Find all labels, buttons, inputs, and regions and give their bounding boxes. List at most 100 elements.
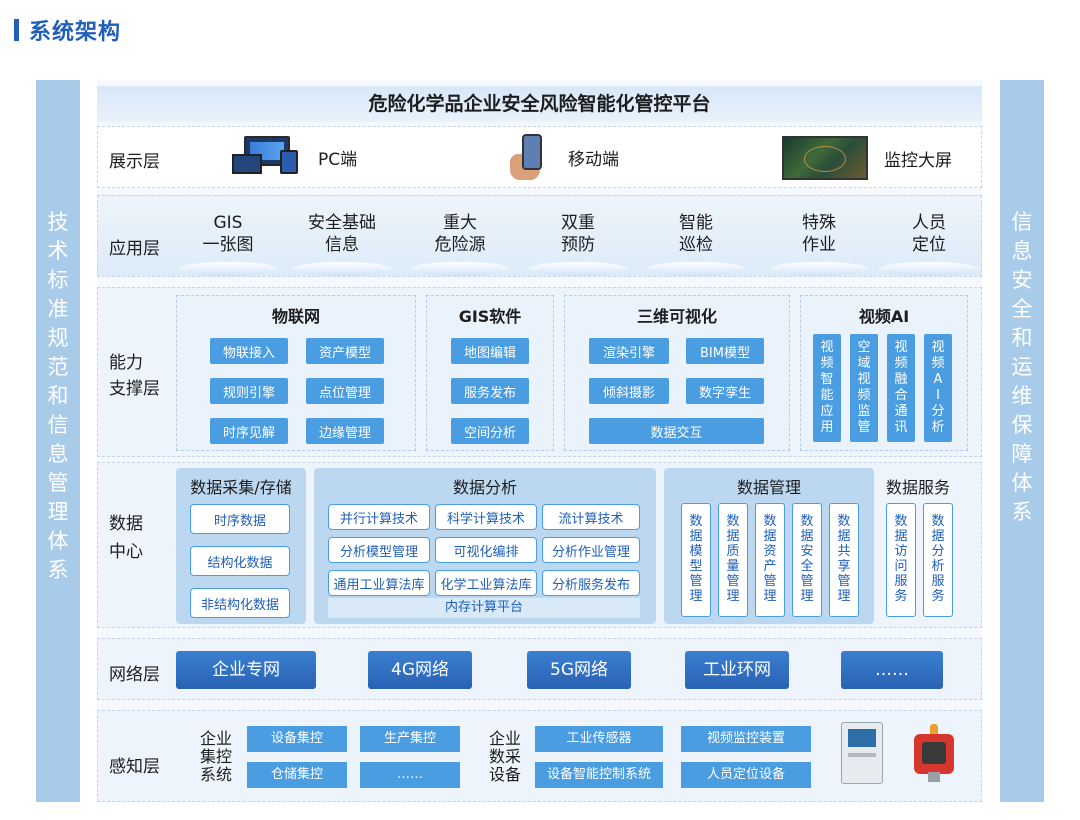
iot-item[interactable]: 时序见解 <box>210 418 288 444</box>
analysis-item[interactable]: 科学计算技术 <box>435 504 537 530</box>
iot-item[interactable]: 点位管理 <box>306 378 384 404</box>
iot-title: 物联网 <box>271 307 320 326</box>
app-item-line1: 双重 <box>561 213 595 233</box>
iot-item[interactable]: 规则引擎 <box>210 378 288 404</box>
network-item[interactable]: …… <box>841 651 943 689</box>
app-item-line2: 作业 <box>802 235 836 255</box>
app-item-line1: 人员 <box>912 213 946 233</box>
videoai-item-label: 视频智能应用 <box>820 340 834 435</box>
capability-layer-label-line1: 能力 <box>109 353 143 373</box>
perception-group1-item[interactable]: 生产集控 <box>360 726 460 752</box>
manage-item[interactable]: 数据模型管理 <box>681 503 711 617</box>
app-item-line2: 危险源 <box>434 235 486 255</box>
heading-text: 系统架构 <box>29 20 122 45</box>
network-item[interactable]: 4G网络 <box>368 651 472 689</box>
gis-item[interactable]: 服务发布 <box>451 378 529 404</box>
app-item[interactable]: 双重预防 <box>538 212 618 256</box>
app-item[interactable]: 重大危险源 <box>420 212 500 256</box>
network-layer-label: 网络层 <box>109 665 160 685</box>
manage-item-label: 数据质量管理 <box>726 514 740 604</box>
perception-group2-item[interactable]: 人员定位设备 <box>681 762 811 788</box>
app-item[interactable]: 安全基础信息 <box>302 212 382 256</box>
analysis-item[interactable]: 流计算技术 <box>542 504 640 530</box>
manage-item[interactable]: 数据资产管理 <box>755 503 785 617</box>
collect-item[interactable]: 结构化数据 <box>190 546 290 576</box>
collect-title: 数据采集/存储 <box>190 478 292 497</box>
manage-item[interactable]: 数据共享管理 <box>829 503 859 617</box>
collect-item[interactable]: 非结构化数据 <box>190 588 290 618</box>
app-item-line1: 智能 <box>679 213 713 233</box>
section-heading: 系统架构 <box>14 14 121 46</box>
app-item-line1: 特殊 <box>802 213 836 233</box>
perception-group1-item[interactable]: 仓储集控 <box>247 762 347 788</box>
application-layer-label: 应用层 <box>109 239 160 259</box>
capability-layer-label-line2: 支撑层 <box>109 379 160 399</box>
network-item[interactable]: 企业专网 <box>176 651 316 689</box>
perception-group1-item[interactable]: 设备集控 <box>247 726 347 752</box>
videoai-title: 视频AI <box>858 307 910 326</box>
app-item[interactable]: 人员定位 <box>889 212 969 256</box>
viz3d-item[interactable]: 倾斜摄影 <box>589 378 669 404</box>
app-item-line1: GIS <box>213 213 243 233</box>
gis-item[interactable]: 空间分析 <box>451 418 529 444</box>
manage-item-label: 数据安全管理 <box>800 514 814 604</box>
videoai-item[interactable]: 空域视频监管 <box>850 334 878 442</box>
perception-group2-item[interactable]: 设备智能控制系统 <box>535 762 663 788</box>
app-item[interactable]: 特殊作业 <box>779 212 859 256</box>
manage-item-label: 数据共享管理 <box>837 514 851 604</box>
videoai-item[interactable]: 视频智能应用 <box>813 334 841 442</box>
presentation-item-mobile-label: 移动端 <box>568 149 619 170</box>
app-item-line2: 预防 <box>561 235 595 255</box>
app-item[interactable]: 智能巡检 <box>656 212 736 256</box>
viz3d-item[interactable]: 数据交互 <box>589 418 764 444</box>
presentation-item-mobile: 移动端 <box>510 132 619 182</box>
gis-item[interactable]: 地图编辑 <box>451 338 529 364</box>
service-item[interactable]: 数据分析服务 <box>923 503 953 617</box>
videoai-item[interactable]: 视频融合通讯 <box>887 334 915 442</box>
network-item[interactable]: 5G网络 <box>527 651 631 689</box>
iot-item[interactable]: 资产模型 <box>306 338 384 364</box>
perception-group2-item[interactable]: 工业传感器 <box>535 726 663 752</box>
mobile-phone-icon <box>510 132 550 182</box>
datacenter-layer-label-line1: 数据 <box>109 514 143 534</box>
app-item-line1: 安全基础 <box>308 213 376 233</box>
side-panel-right-text: 信息安全和运维保障体系 <box>1011 210 1033 524</box>
side-panel-left-text: 技术标准规范和信息管理体系 <box>47 210 69 582</box>
viz3d-item[interactable]: 渲染引擎 <box>589 338 669 364</box>
manage-item[interactable]: 数据安全管理 <box>792 503 822 617</box>
iot-item[interactable]: 物联接入 <box>210 338 288 364</box>
gis-title: GIS软件 <box>458 307 522 326</box>
app-item-line2: 一张图 <box>202 235 254 255</box>
app-item-line2: 信息 <box>325 235 359 255</box>
pc-devices-icon <box>232 136 302 178</box>
manage-item[interactable]: 数据质量管理 <box>718 503 748 617</box>
analysis-item[interactable]: 分析模型管理 <box>328 537 430 563</box>
iot-item[interactable]: 边缘管理 <box>306 418 384 444</box>
presentation-item-bigscreen: 监控大屏 <box>782 136 952 180</box>
analysis-item[interactable]: 化学工业算法库 <box>435 570 537 596</box>
app-pedestal <box>178 262 278 276</box>
app-pedestal <box>879 262 979 276</box>
collect-item[interactable]: 时序数据 <box>190 504 290 534</box>
datacenter-layer-label-line2: 中心 <box>109 542 143 562</box>
app-item-line1: 重大 <box>443 213 477 233</box>
perception-group1-item[interactable]: …… <box>360 762 460 788</box>
analysis-item[interactable]: 可视化编排 <box>435 537 537 563</box>
analysis-item[interactable]: 分析服务发布 <box>542 570 640 596</box>
viz3d-item[interactable]: BIM模型 <box>686 338 764 364</box>
perception-group2-item[interactable]: 视频监控装置 <box>681 726 811 752</box>
analysis-item[interactable]: 通用工业算法库 <box>328 570 430 596</box>
platform-title: 危险化学品企业安全风险智能化管控平台 <box>97 86 982 122</box>
analysis-item[interactable]: 分析作业管理 <box>542 537 640 563</box>
network-item[interactable]: 工业环网 <box>685 651 789 689</box>
analysis-item[interactable]: 并行计算技术 <box>328 504 430 530</box>
presentation-item-pc-label: PC端 <box>318 149 358 170</box>
analysis-title: 数据分析 <box>452 478 517 497</box>
viz3d-item[interactable]: 数字孪生 <box>686 378 764 404</box>
memory-compute-platform: 内存计算平台 <box>328 598 640 618</box>
heading-accent-bar <box>14 19 19 41</box>
service-item[interactable]: 数据访问服务 <box>886 503 916 617</box>
